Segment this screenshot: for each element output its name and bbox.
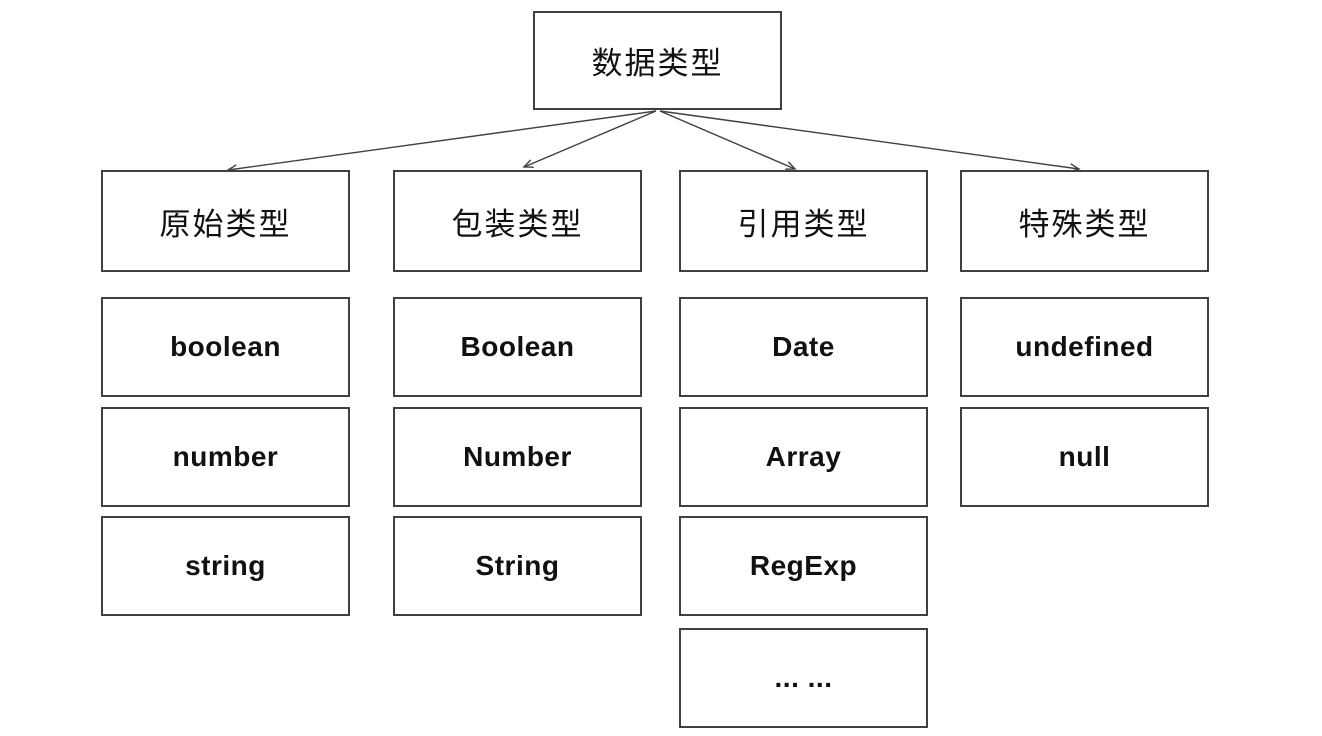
primitive-item-box-number: number xyxy=(101,407,350,507)
arrow-root-to-primitive xyxy=(228,110,657,170)
root-label: 数据类型 xyxy=(591,46,724,81)
wrapper-item-box-number: Number xyxy=(393,407,642,507)
wrapper-item-label-string: String xyxy=(475,550,560,581)
category-label-special: 特殊类型 xyxy=(1018,206,1151,242)
category-box-special: 特殊类型 xyxy=(960,170,1209,272)
primitive-item-box-string: string xyxy=(101,516,350,616)
reference-item-label-ellipsis: ... ... xyxy=(774,662,833,693)
arrow-root-to-wrapper xyxy=(524,110,657,167)
arrow-root-to-special xyxy=(659,110,1079,169)
primitive-item-label-string: string xyxy=(185,550,266,581)
category-box-reference: 引用类型 xyxy=(679,170,928,272)
primitive-item-box-boolean: boolean xyxy=(101,297,350,397)
reference-item-label-date: Date xyxy=(772,331,835,362)
special-item-label-null: null xyxy=(1058,441,1111,472)
wrapper-item-box-boolean: Boolean xyxy=(393,297,642,397)
category-box-primitive: 原始类型 xyxy=(101,170,350,272)
reference-item-box-ellipsis: ... ... xyxy=(679,628,928,728)
root-box: 数据类型 xyxy=(533,11,782,110)
primitive-item-label-number: number xyxy=(172,441,279,472)
reference-item-box-date: Date xyxy=(679,297,928,397)
reference-item-box-regexp: RegExp xyxy=(679,516,928,616)
wrapper-item-label-boolean: Boolean xyxy=(460,331,575,362)
category-label-primitive: 原始类型 xyxy=(159,206,292,242)
primitive-item-label-boolean: boolean xyxy=(170,331,281,362)
reference-item-label-array: Array xyxy=(765,441,842,472)
category-box-wrapper: 包装类型 xyxy=(393,170,642,272)
reference-item-label-regexp: RegExp xyxy=(749,550,858,581)
special-item-label-undefined: undefined xyxy=(1015,331,1154,362)
wrapper-item-label-number: Number xyxy=(463,441,572,472)
special-item-box-undefined: undefined xyxy=(960,297,1209,397)
wrapper-item-box-string: String xyxy=(393,516,642,616)
category-label-wrapper: 包装类型 xyxy=(451,206,584,242)
special-item-box-null: null xyxy=(960,407,1209,507)
category-label-reference: 引用类型 xyxy=(737,206,870,242)
arrow-root-to-reference xyxy=(659,110,795,169)
reference-item-box-array: Array xyxy=(679,407,928,507)
